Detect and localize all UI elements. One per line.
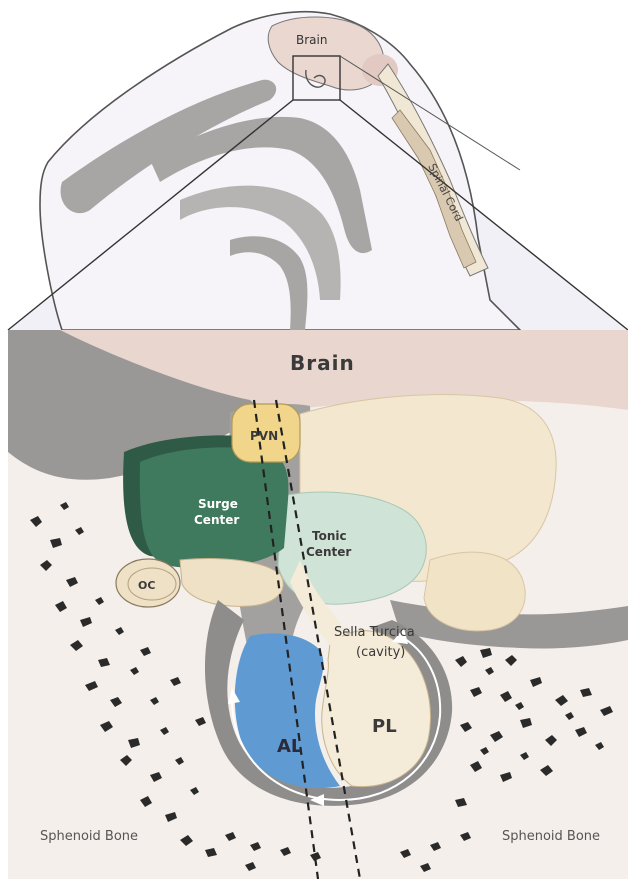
oc-label: OC <box>138 579 155 592</box>
tonic-center-label-2: Center <box>306 545 351 559</box>
tonic-center-label-1: Tonic <box>312 529 347 543</box>
pvn-label: PVN <box>250 429 278 443</box>
anterior-lobe-label: AL <box>277 736 302 757</box>
head-sagittal-section: Brain Spinal Cord <box>8 12 628 330</box>
enlarged-view: Brain PVN Surge Center Tonic Center OC S… <box>8 330 628 879</box>
surge-center-label-1: Surge <box>198 497 238 511</box>
top-brain-label: Brain <box>296 33 327 47</box>
sphenoid-bone-right-label: Sphenoid Bone <box>502 829 600 844</box>
posterior-lobe-label: PL <box>372 716 397 737</box>
sella-turcica-label-1: Sella Turcica <box>334 625 415 640</box>
lower-right-lobe <box>424 552 525 631</box>
surge-center-label-2: Center <box>194 513 239 527</box>
sphenoid-bone-left-label: Sphenoid Bone <box>40 829 138 844</box>
sella-turcica-label-2: (cavity) <box>356 645 405 660</box>
main-brain-label: Brain <box>290 351 355 375</box>
